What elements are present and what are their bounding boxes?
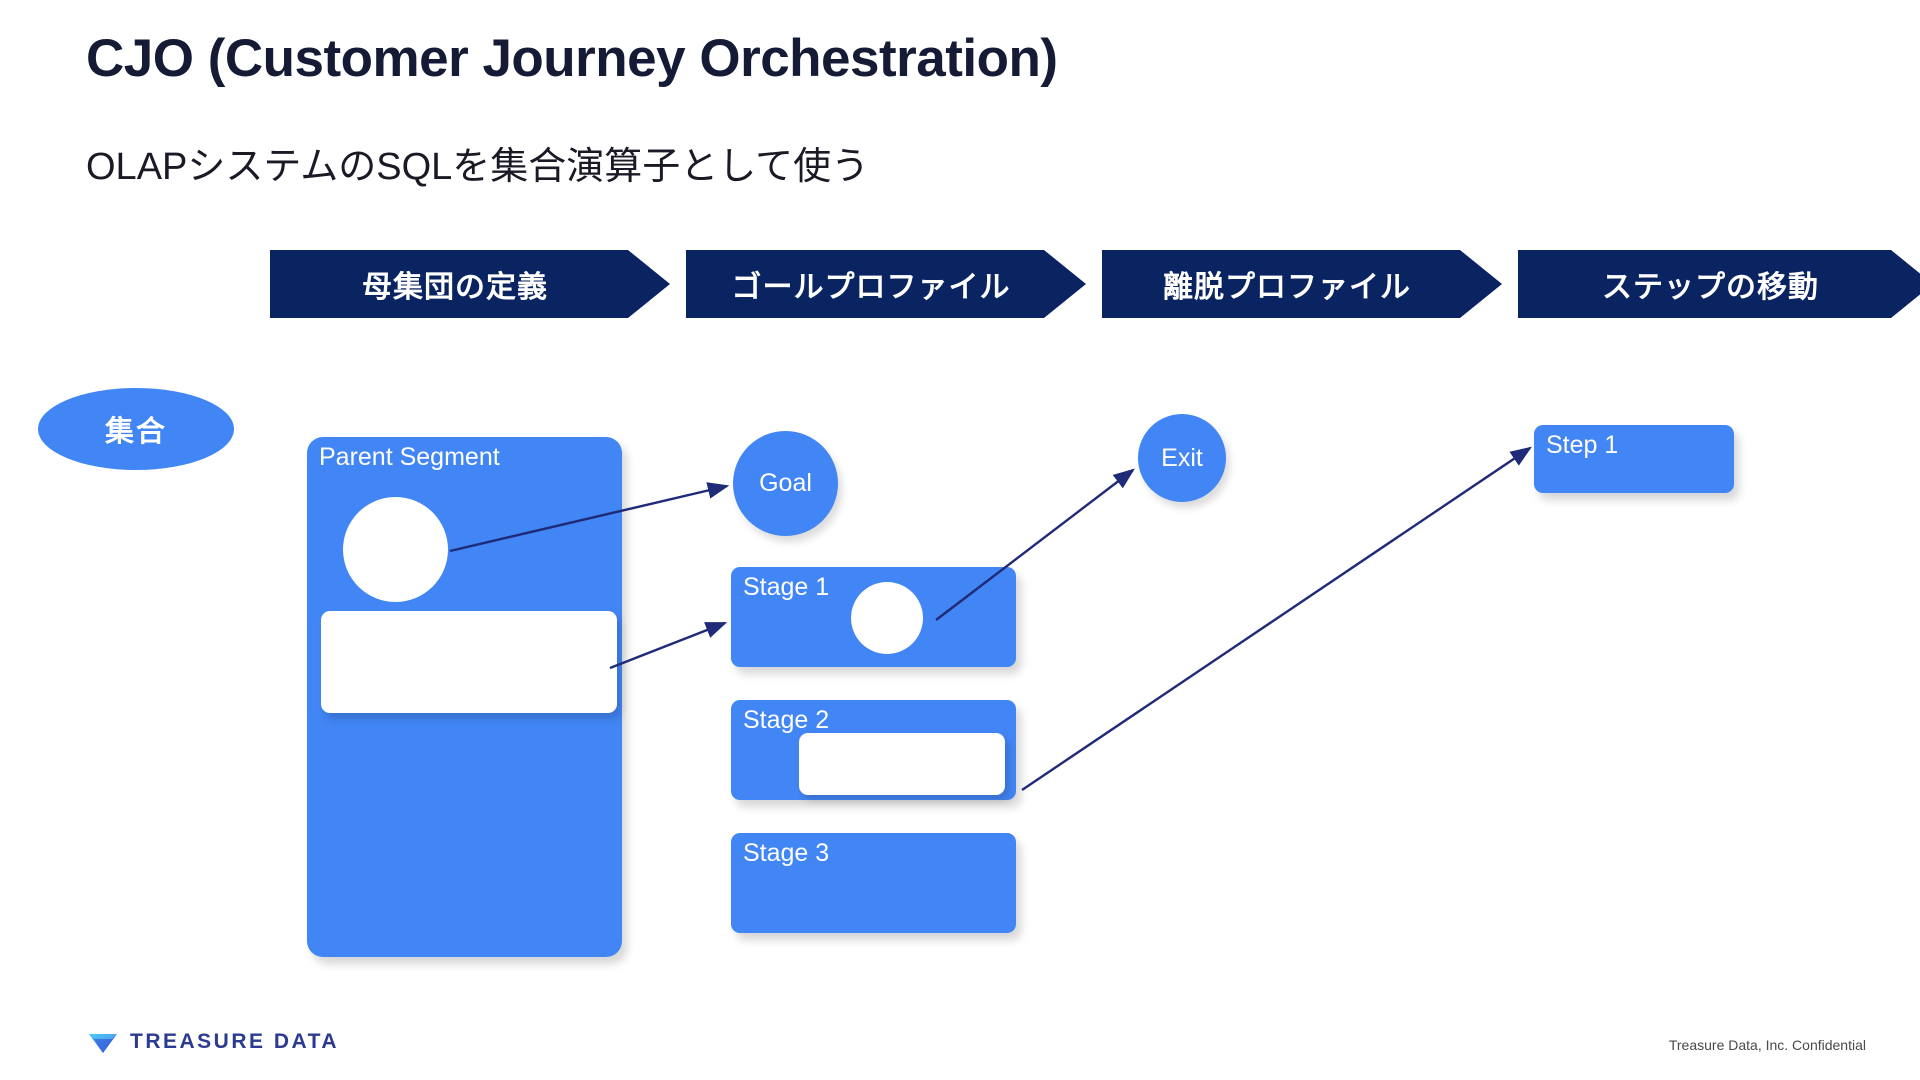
confidential-notice: Treasure Data, Inc. Confidential <box>1668 1037 1866 1053</box>
parent-segment-circle <box>343 497 448 602</box>
stage-3-card: Stage 3 <box>731 833 1016 933</box>
parent-segment-label: Parent Segment <box>319 443 500 471</box>
banner-step-4: ステップの移動 <box>1518 250 1920 318</box>
gem-icon <box>88 1030 118 1054</box>
parent-segment-rect <box>321 611 617 713</box>
set-operation-badge: 集合 <box>38 388 234 470</box>
stage-2-card: Stage 2 <box>731 700 1016 800</box>
brand-name: TREASURE DATA <box>130 1030 340 1053</box>
banner-step-2-label: ゴールプロファイル <box>731 271 1011 304</box>
stage-1-label: Stage 1 <box>743 573 830 601</box>
banner-step-2: ゴールプロファイル <box>686 250 1086 318</box>
goal-node-label: Goal <box>759 469 812 497</box>
banner-step-1-label: 母集団の定義 <box>362 271 548 304</box>
stage-2-label: Stage 2 <box>743 706 830 734</box>
banner-step-3-label: 離脱プロファイル <box>1163 271 1411 304</box>
exit-node: Exit <box>1138 414 1226 502</box>
connector-parent-to-stage1 <box>609 621 728 670</box>
step-1-label: Step 1 <box>1546 431 1619 459</box>
banner-step-1: 母集団の定義 <box>270 250 670 318</box>
goal-node: Goal <box>733 431 838 536</box>
page-subtitle: OLAPシステムのSQLを集合演算子として使う <box>86 146 870 188</box>
brand-logo: TREASURE DATA <box>88 1030 339 1054</box>
stage-1-card: Stage 1 <box>731 567 1016 667</box>
set-operation-badge-label: 集合 <box>104 416 167 448</box>
banner-step-4-label: ステップの移動 <box>1602 271 1819 304</box>
stage-3-label: Stage 3 <box>743 839 830 867</box>
connector-stage2-to-step1 <box>1021 446 1532 791</box>
step-1-card: Step 1 <box>1534 425 1734 493</box>
banner-step-3: 離脱プロファイル <box>1102 250 1502 318</box>
parent-segment-card: Parent Segment <box>307 437 622 957</box>
stage-2-rect <box>799 733 1005 795</box>
stage-1-circle <box>851 582 923 654</box>
exit-node-label: Exit <box>1161 443 1203 472</box>
page-title: CJO (Customer Journey Orchestration) <box>86 29 1058 88</box>
